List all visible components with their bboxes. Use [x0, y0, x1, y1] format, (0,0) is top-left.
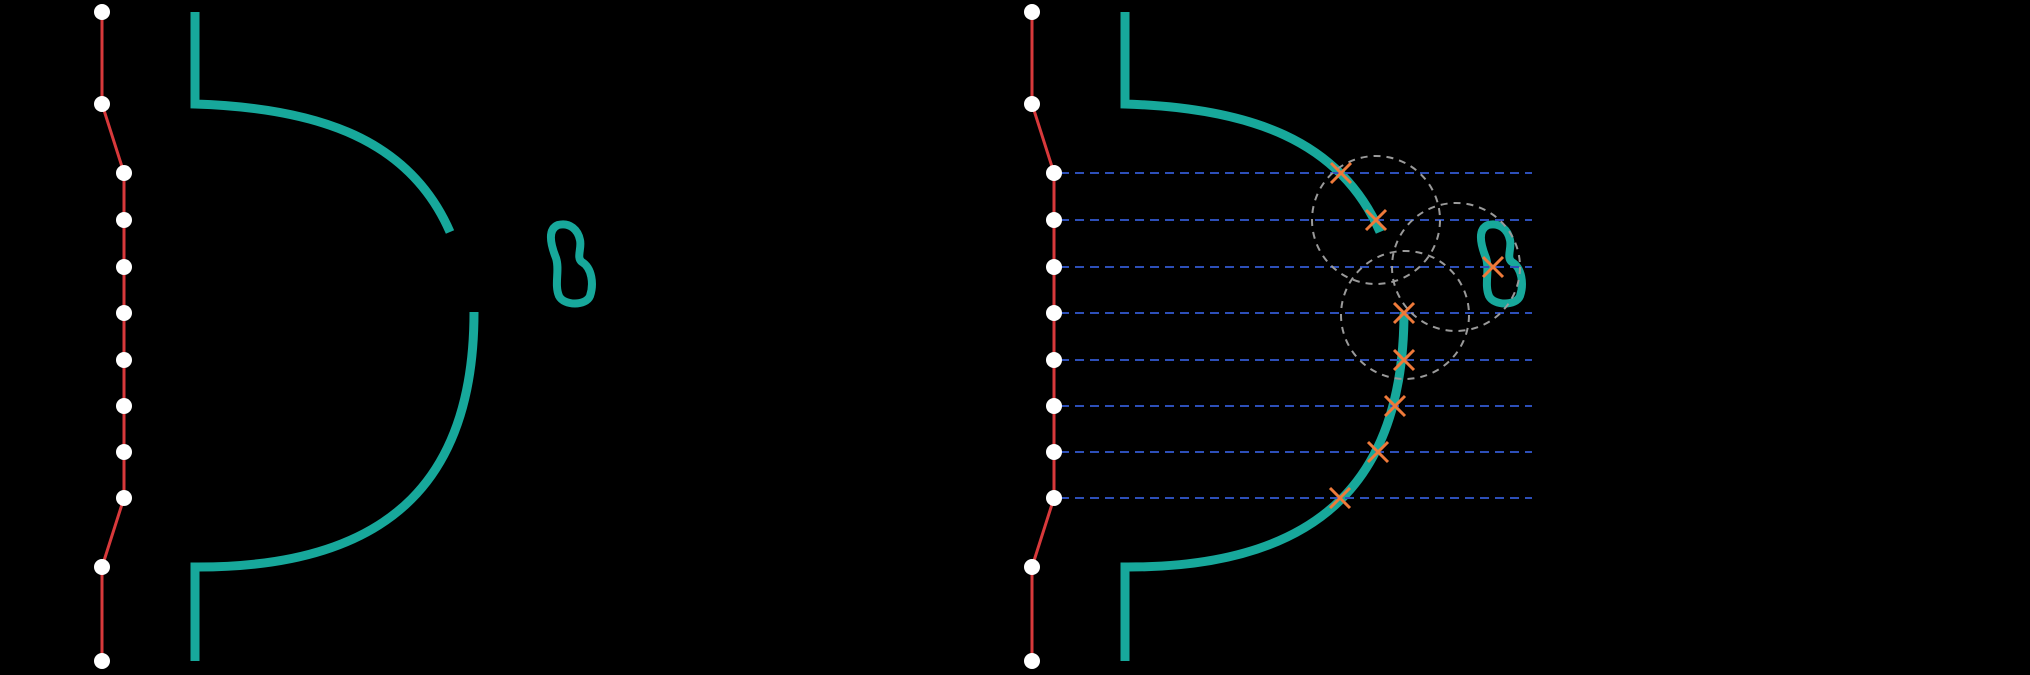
- path-node: [94, 96, 110, 112]
- marker-stroke: [1364, 208, 1388, 232]
- panel-left: [94, 4, 596, 669]
- marker-stroke: [1392, 348, 1416, 372]
- lower-wall-curve: [1120, 311, 1409, 661]
- marker-stroke: [1328, 486, 1352, 510]
- path-polyline: [100, 12, 126, 661]
- panel-right: [1024, 4, 1532, 669]
- path-node: [94, 653, 110, 669]
- path-node: [1046, 305, 1062, 321]
- path-node: [1046, 212, 1062, 228]
- path-node: [116, 352, 132, 368]
- path-node: [116, 259, 132, 275]
- search-circle: [1311, 155, 1441, 285]
- intersection-marker: [1392, 348, 1416, 372]
- intersection-marker: [1481, 255, 1505, 279]
- intersection-marker: [1383, 394, 1407, 418]
- marker-stroke: [1366, 440, 1390, 464]
- small-obstacle: [547, 220, 596, 308]
- intersection-marker: [1328, 486, 1352, 510]
- path-node: [116, 490, 132, 506]
- marker-stroke: [1383, 394, 1407, 418]
- path-node: [116, 165, 132, 181]
- path-node: [116, 212, 132, 228]
- path-node: [1024, 4, 1040, 20]
- path-node: [1046, 165, 1062, 181]
- path-node: [94, 559, 110, 575]
- path-node: [1046, 490, 1062, 506]
- search-circle: [1391, 202, 1521, 332]
- path-node: [1046, 398, 1062, 414]
- intersection-marker: [1366, 440, 1390, 464]
- path-node: [116, 398, 132, 414]
- intersection-marker: [1392, 301, 1416, 325]
- path-node: [1046, 352, 1062, 368]
- intersection-marker: [1329, 161, 1353, 185]
- path-polyline: [1030, 12, 1056, 661]
- path-node: [1024, 653, 1040, 669]
- lower-wall-curve: [190, 311, 479, 661]
- marker-stroke: [1329, 161, 1353, 185]
- search-circle: [1340, 250, 1470, 380]
- upper-wall-curve: [1120, 12, 1385, 234]
- path-node: [1024, 559, 1040, 575]
- intersection-marker: [1364, 208, 1388, 232]
- path-node: [116, 305, 132, 321]
- upper-wall-curve: [190, 12, 455, 234]
- path-node: [1024, 96, 1040, 112]
- path-node: [1046, 259, 1062, 275]
- marker-stroke: [1481, 255, 1505, 279]
- marker-stroke: [1392, 301, 1416, 325]
- path-node: [1046, 444, 1062, 460]
- path-node: [94, 4, 110, 20]
- path-node: [116, 444, 132, 460]
